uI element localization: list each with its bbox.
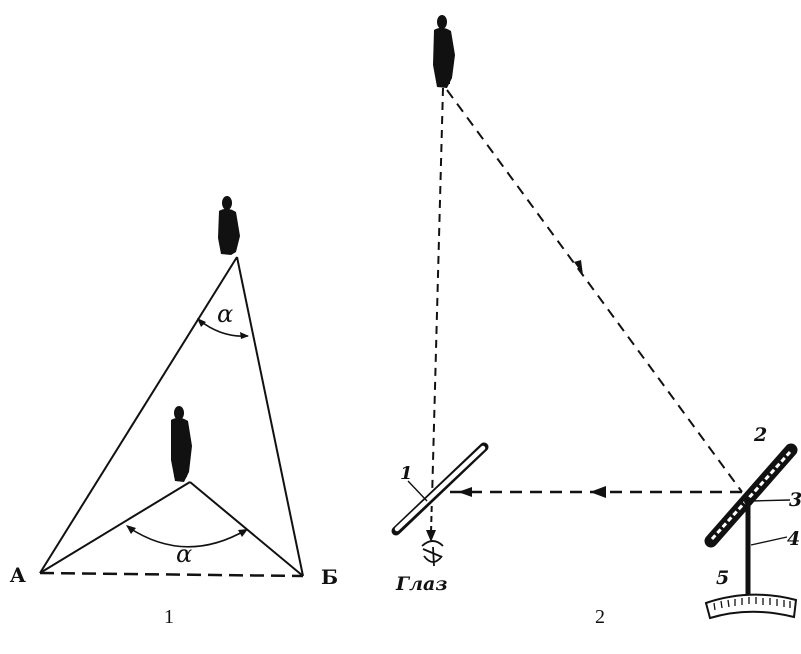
baseline-ab: [39, 571, 304, 578]
ray-horizontal-arrow-end: [458, 487, 472, 497]
person-near-icon: [171, 406, 192, 482]
figure-2: 1 Глаз 2 3 4: [391, 15, 801, 628]
leader-3: [751, 499, 791, 502]
ray-oblique: [446, 89, 743, 493]
point-a-label: A: [9, 563, 26, 587]
ray-to-eye-arrow: [426, 530, 436, 542]
line-a-to-far: [39, 256, 238, 574]
line-b-to-near: [189, 481, 304, 577]
point-b-label: Б: [321, 565, 338, 589]
angle-arc-lower: [127, 526, 247, 548]
scale-5: [704, 593, 798, 620]
ray-direct: [431, 87, 444, 501]
eye-icon: [421, 540, 444, 567]
leader-1: [407, 480, 428, 502]
leader-4: [750, 536, 788, 546]
mirror-2: [704, 443, 798, 548]
line-b-to-far: [236, 256, 304, 577]
arrowhead-upper-right: [240, 332, 249, 339]
label-2: 2: [753, 424, 767, 446]
line-a-to-near: [39, 481, 191, 574]
ray-oblique-arrow: [574, 260, 583, 275]
label-3: 3: [789, 489, 801, 511]
arrowhead-lower-right: [238, 529, 248, 537]
person-far-icon: [218, 196, 240, 255]
arrowhead-upper-left: [197, 318, 206, 327]
eye-label: Глаз: [395, 573, 447, 595]
label-5: 5: [716, 567, 729, 589]
figure-1-caption: 1: [164, 606, 174, 628]
pivot-3: [744, 497, 752, 505]
ray-horizontal-arrow: [590, 486, 606, 498]
person-target-icon: [433, 15, 455, 88]
figure-2-caption: 2: [595, 606, 605, 628]
label-4: 4: [787, 528, 800, 550]
ray-to-eye: [430, 495, 433, 534]
arrowhead-lower-left: [126, 525, 136, 534]
mirror-1: [391, 442, 489, 536]
angle-label-lower: α: [176, 540, 192, 568]
angle-label-upper: α: [217, 300, 233, 328]
figure-1: α α A Б 1: [9, 196, 338, 628]
label-1: 1: [400, 463, 413, 484]
